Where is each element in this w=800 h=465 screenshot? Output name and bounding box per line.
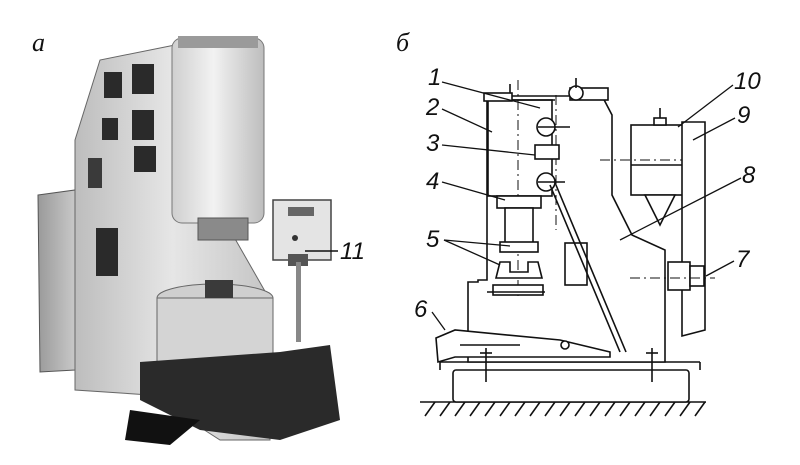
callout-6: 6 <box>414 296 428 323</box>
panel-b-letter: б <box>396 28 410 57</box>
callout-3: 3 <box>426 130 440 157</box>
callout-5: 5 <box>426 226 440 253</box>
callout-8: 8 <box>742 162 756 189</box>
callout-4: 4 <box>426 168 440 195</box>
panel-a-letter: а <box>32 28 45 57</box>
ground-hatch <box>424 401 706 417</box>
callout-7: 7 <box>736 246 750 273</box>
callout-11: 11 <box>340 238 365 265</box>
callout-2: 2 <box>426 94 440 121</box>
callout-1: 1 <box>428 64 442 91</box>
callout-9: 9 <box>737 102 751 129</box>
callout-10: 10 <box>734 68 761 95</box>
